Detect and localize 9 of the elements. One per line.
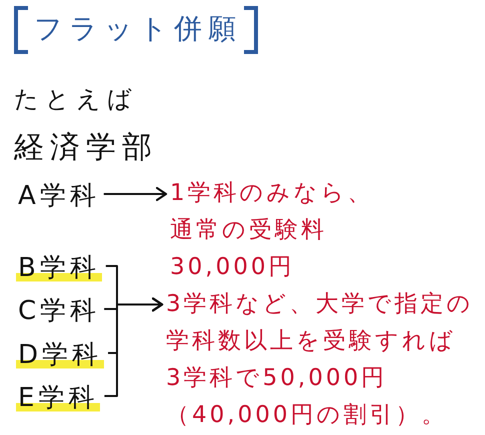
note-text: 3学科など、大学で指定の学科数以上を受験すれば3学科で50,000円（40,000円の割引）。 [166, 286, 480, 434]
note-text: 1学科のみなら、通常の受験料30,000円 [170, 175, 385, 286]
connector-arrow [104, 186, 168, 202]
department-label: A学科 [18, 178, 100, 214]
intro-text: たとえば [14, 84, 138, 115]
faculty-heading: 経済学部 [14, 129, 158, 167]
department-label: C学科 [18, 293, 100, 329]
title: フラット併願 [14, 6, 258, 54]
connector-arrow [104, 297, 164, 397]
